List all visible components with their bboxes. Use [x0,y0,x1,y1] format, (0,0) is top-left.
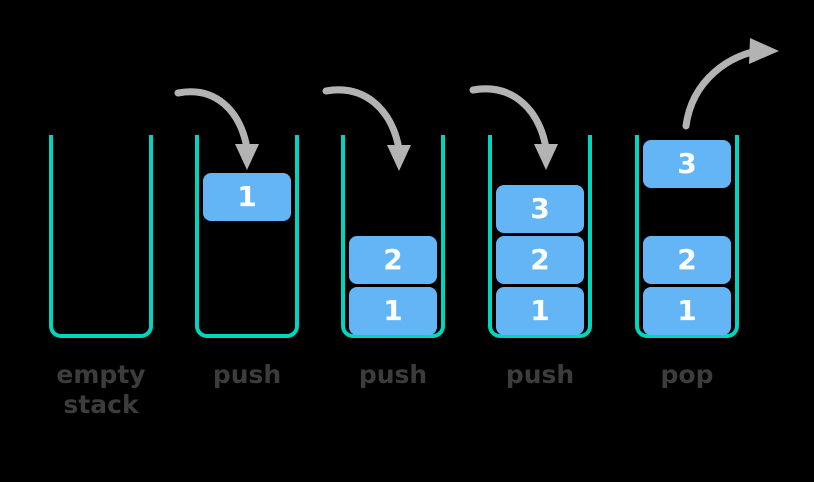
stack-caption: push [358,360,428,389]
stack-container [341,135,445,338]
stack-block: 2 [496,236,584,284]
stack-container [49,135,153,338]
stack-container [195,135,299,338]
stack-block: 2 [643,236,731,284]
stack-block: 3 [643,140,731,188]
stack-container [635,135,739,338]
stack-column-push-3: 3 2 1 push [465,0,615,482]
stack-column-empty-stack: empty stack [26,0,176,482]
stack-column-push-1: 1 push [172,0,322,482]
stack-caption: pop [660,360,714,389]
stack-caption: push [505,360,575,389]
stack-column-push-2: 2 1 push [318,0,468,482]
stack-caption: empty stack [56,360,146,419]
stack-block: 1 [496,287,584,335]
stack-block: 1 [203,173,291,221]
stack-block: 1 [349,287,437,335]
stack-block: 3 [496,185,584,233]
stack-block: 2 [349,236,437,284]
stack-caption: push [212,360,282,389]
stack-block: 1 [643,287,731,335]
stack-container [488,135,592,338]
stack-column-pop: 3 2 1 pop [612,0,762,482]
